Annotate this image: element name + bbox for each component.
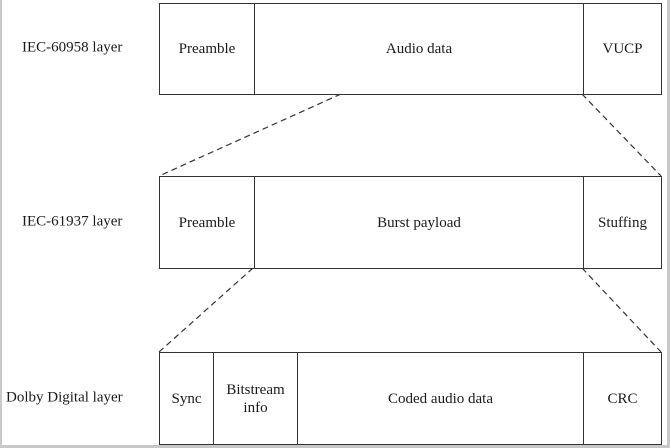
bottom-edge-border xyxy=(0,445,670,448)
connector-61937-right xyxy=(581,267,662,353)
field-audio-data: Audio data xyxy=(254,4,583,94)
connector-60958-right xyxy=(581,93,662,177)
field-stuffing: Stuffing xyxy=(583,177,661,268)
frame-dolby-digital: Sync Bitstream info Coded audio data CRC xyxy=(159,352,662,445)
layer-label-iec60958: IEC-60958 layer xyxy=(22,39,123,56)
frame-iec61937: Preamble Burst payload Stuffing xyxy=(159,176,662,269)
right-edge-border xyxy=(667,0,670,448)
field-crc: CRC xyxy=(583,353,661,444)
left-edge-border xyxy=(0,0,2,448)
field-preamble: Preamble xyxy=(178,214,236,231)
field-sync: Sync xyxy=(171,390,202,407)
field-burst-payload: Burst payload xyxy=(254,177,583,268)
layer-label-iec61937: IEC-61937 layer xyxy=(22,213,123,230)
connector-61937-left xyxy=(158,267,254,353)
layer-label-dolby-digital: Dolby Digital layer xyxy=(6,389,123,406)
frame-iec60958: Preamble Audio data VUCP xyxy=(159,3,662,95)
field-preamble: Preamble xyxy=(178,41,236,57)
connector-60958-left xyxy=(158,93,342,177)
field-vucp: VUCP xyxy=(583,4,661,94)
field-coded-audio-data: Coded audio data xyxy=(297,353,583,444)
field-bitstream-info: Bitstream info xyxy=(213,353,297,444)
